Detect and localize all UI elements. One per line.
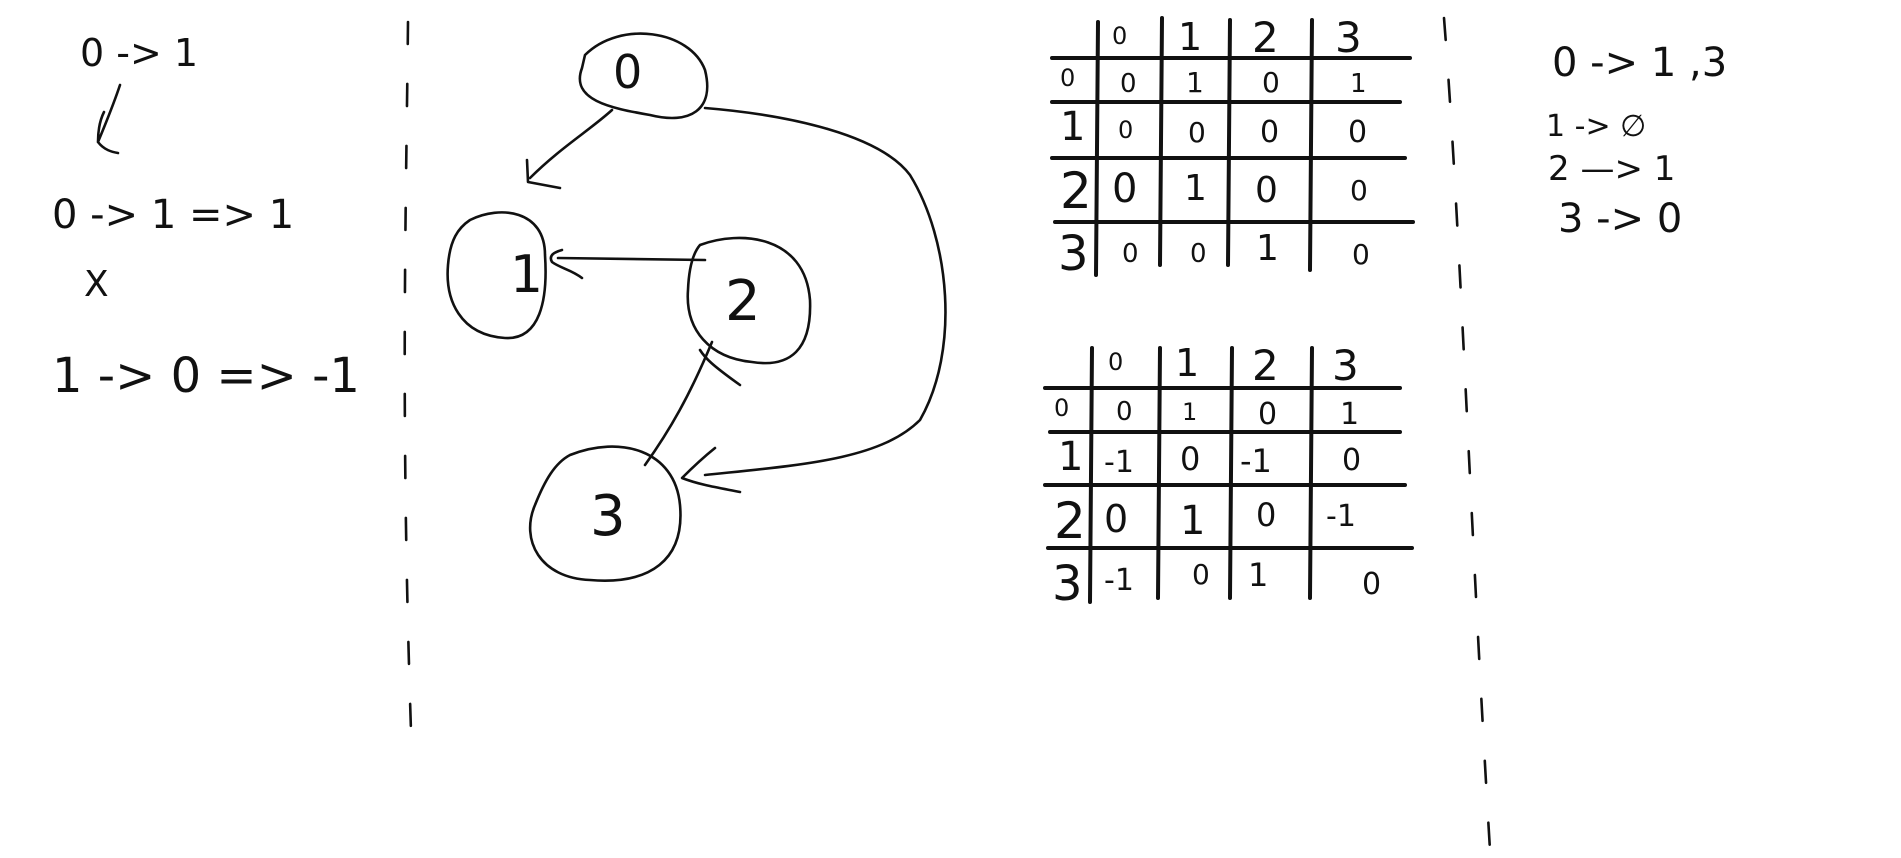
matrix-top-cell: 0 xyxy=(1352,238,1370,271)
matrix-bottom-cell: 1 xyxy=(1340,397,1359,432)
matrix-bottom-row-header: 1 xyxy=(1058,434,1083,480)
matrix-bottom-cell: -1 xyxy=(1104,445,1134,480)
note-line-3: 1 -> 0 => -1 xyxy=(52,348,360,404)
graph-node-1: 1 xyxy=(446,211,547,340)
matrix-bottom-cell: 0 xyxy=(1342,443,1361,478)
matrix-top-cell: 0 xyxy=(1188,116,1206,149)
matrix-bottom-cell: 0 xyxy=(1116,397,1133,427)
left-divider xyxy=(403,20,414,762)
matrix-top-col-header: 2 xyxy=(1252,13,1279,62)
matrix-top-col-header: 3 xyxy=(1335,13,1362,62)
matrix-bottom-cell: 0 xyxy=(1180,440,1200,478)
matrix-bottom-cell: 0 xyxy=(1192,558,1210,591)
matrix-top-row-header: 1 xyxy=(1060,104,1085,150)
matrix-top-cell: 0 xyxy=(1118,116,1133,144)
edge-2-to-1 xyxy=(549,248,707,280)
matrix-bottom-cell: 0 xyxy=(1258,397,1277,432)
matrix-top-cell: 1 xyxy=(1256,228,1279,269)
adjacency-line-1: 1 -> ∅ xyxy=(1546,109,1646,144)
matrix-bottom-cell: 0 xyxy=(1362,567,1381,602)
matrix-bottom-cell: -1 xyxy=(1104,563,1134,598)
matrix-top-cell: 0 xyxy=(1122,239,1139,269)
matrix-top-cell: 0 xyxy=(1262,66,1280,99)
matrix-top-cell: 1 xyxy=(1186,66,1204,99)
graph-node-2-label: 2 xyxy=(725,269,761,334)
note-down-arrow xyxy=(96,83,122,155)
matrix-bottom-cell: 1 xyxy=(1180,498,1205,544)
matrix-bottom-cell: -1 xyxy=(1326,499,1356,534)
graph-node-3-label: 3 xyxy=(590,484,626,549)
edge-0-to-3 xyxy=(680,106,947,494)
matrix-top-row-header: 0 xyxy=(1060,64,1075,92)
matrix-bottom-cell: 0 xyxy=(1104,497,1128,541)
note-line-1: 0 -> 1 xyxy=(80,31,198,75)
matrix-top-cell: 1 xyxy=(1350,69,1367,99)
matrix-top-cell: 0 xyxy=(1120,69,1137,99)
matrix-bottom-cell: 1 xyxy=(1248,556,1268,594)
matrix-bottom-row-header: 2 xyxy=(1054,492,1086,550)
matrix-bottom-col-header: 1 xyxy=(1175,341,1199,385)
matrix-bottom-cell: 1 xyxy=(1182,398,1197,426)
graph-node-0-label: 0 xyxy=(613,45,642,99)
matrix-top-cell: 0 xyxy=(1350,174,1368,207)
matrix-bottom-row-header: 3 xyxy=(1052,556,1083,612)
matrix-bottom-cell: 0 xyxy=(1256,496,1276,534)
matrix-top-cell: 0 xyxy=(1260,115,1279,150)
graph-node-3: 3 xyxy=(528,445,682,582)
adjacency-line-2: 2 —> 1 xyxy=(1548,149,1675,189)
adjacency-line-0: 0 -> 1 ,3 xyxy=(1552,40,1727,86)
adjacency-list: 0 -> 1 ,3 1 -> ∅ 2 —> 1 3 -> 0 xyxy=(1546,40,1727,242)
matrix-top-cell: 0 xyxy=(1348,115,1367,150)
matrix-bottom: 0 1 2 3 0 1 2 3 0 1 0 1 -1 0 -1 0 0 1 0 … xyxy=(1043,341,1414,612)
matrix-top-cell: 0 xyxy=(1255,170,1278,211)
graph-node-2: 2 xyxy=(686,236,812,365)
note-line-2: 0 -> 1 => 1 xyxy=(52,192,294,238)
matrix-top-col-header: 0 xyxy=(1112,22,1127,50)
edge-3-to-2 xyxy=(643,340,742,467)
note-cross-mark: X xyxy=(84,264,109,305)
matrix-top-col-header: 1 xyxy=(1178,15,1202,59)
graph-node-1-label: 1 xyxy=(510,245,543,305)
graph-node-0: 0 xyxy=(578,32,709,120)
matrix-top-cell: 0 xyxy=(1190,239,1207,269)
matrix-top-row-header: 3 xyxy=(1058,226,1089,282)
edge-0-to-1 xyxy=(525,108,614,190)
adjacency-line-3: 3 -> 0 xyxy=(1558,196,1682,242)
matrix-bottom-col-header: 0 xyxy=(1108,348,1123,376)
matrix-top-cell: 0 xyxy=(1112,166,1137,212)
matrix-bottom-col-header: 3 xyxy=(1332,341,1359,390)
matrix-top-cell: 1 xyxy=(1184,168,1207,209)
directed-graph: 0 1 2 3 xyxy=(446,32,947,582)
right-divider xyxy=(1442,16,1492,852)
matrix-top-row-header: 2 xyxy=(1060,162,1092,220)
matrix-bottom-cell: -1 xyxy=(1240,442,1272,480)
matrix-top: 0 1 2 3 0 1 2 3 0 1 0 1 0 0 0 0 0 1 0 0 … xyxy=(1050,13,1415,282)
matrix-bottom-row-header: 0 xyxy=(1054,394,1069,422)
matrix-bottom-col-header: 2 xyxy=(1252,341,1279,390)
left-notes: 0 -> 1 0 -> 1 => 1 X 1 -> 0 => -1 xyxy=(52,31,360,404)
